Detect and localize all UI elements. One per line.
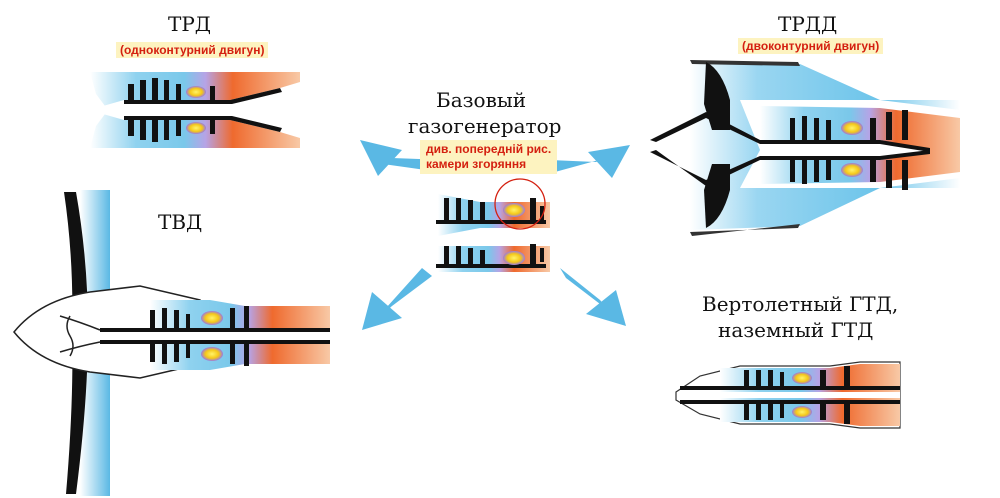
trdd-title: ТРДД [778,12,838,36]
arrow-to-trdd [550,145,630,178]
heli-title-line2: наземный ГТД [718,318,874,342]
base-note-line2: камери згоряння [426,157,527,171]
base-title-line1: Базовый [436,88,527,112]
base-note: див. попередній рис. камери згоряння [420,140,558,174]
trdd-engine [650,60,960,236]
tvd-engine [13,190,330,496]
arrow-to-tvd [362,268,432,330]
trd-engine [90,72,300,148]
combustor-highlight-circle [494,178,546,230]
base-gas-generator [436,178,550,272]
arrow-to-heli [560,268,626,326]
trdd-note: (двоконтурний двигун) [738,38,884,54]
heli-title-line1: Вертолетный ГТД, [702,292,899,316]
trd-note: (одноконтурний двигун) [116,42,269,58]
trd-title: ТРД [168,12,212,36]
tvd-title: ТВД [158,210,203,234]
base-title-line2: газогенератор [408,114,562,138]
heli-engine [675,361,901,429]
base-note-line1: див. попередній рис. [426,142,552,156]
